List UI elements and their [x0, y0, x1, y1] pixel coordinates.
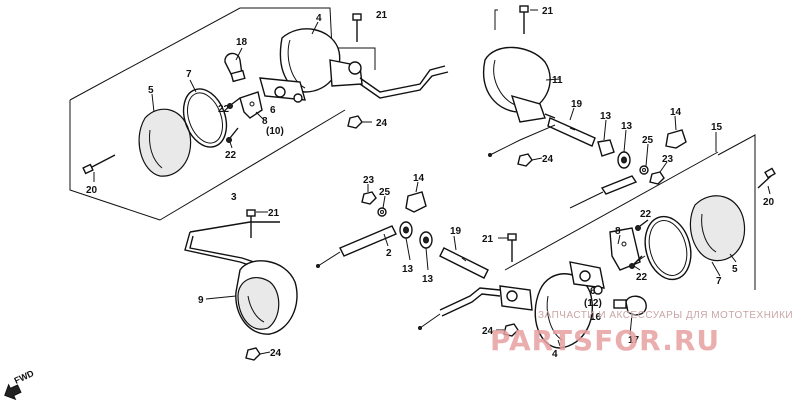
nut-24-lower-right — [503, 323, 519, 337]
washer-25-nut-23-upper — [639, 165, 665, 185]
bolt-21-upper-right — [519, 5, 529, 34]
grommets-13-upper — [597, 139, 631, 169]
callout-label: 2 — [386, 248, 392, 259]
wire-upper-right — [488, 124, 556, 157]
callout-label: 22 — [218, 104, 230, 115]
grommet-13-mid-b — [419, 231, 433, 249]
forward-arrow-icon: FWD — [4, 368, 36, 401]
callout-label: 25 — [379, 187, 391, 198]
rear-signal-left-housing — [235, 260, 298, 335]
callout-label: (12) — [584, 298, 602, 309]
watermark: ЗАПЧАСТИ И АКСЕССУАРЫ ДЛЯ МОТОТЕХНИКИ PA… — [490, 310, 793, 357]
screw-20-left — [82, 154, 116, 175]
callout-label: 18 — [236, 37, 248, 48]
callout-label: 20 — [86, 185, 98, 196]
bulb-lower — [613, 295, 647, 316]
cap-14-mid — [405, 191, 427, 213]
callout-label: 7 — [716, 276, 722, 287]
callout-label: 7 — [186, 69, 192, 80]
screws-22-lower — [629, 219, 649, 269]
turn-signal-housing-upper — [279, 28, 449, 99]
bolt-21-left — [246, 209, 256, 238]
socket-assembly-lower — [569, 227, 641, 295]
callout-label: 23 — [662, 154, 674, 165]
callout-label: 16 — [590, 312, 602, 323]
callout-label: 25 — [642, 135, 654, 146]
turn-signal-housing-lower — [418, 273, 594, 349]
callout-label: 8 — [262, 116, 268, 127]
callout-label: 21 — [268, 208, 280, 219]
callout-label: 21 — [376, 10, 388, 21]
nut-23-mid — [361, 191, 377, 205]
callout-label: 14 — [413, 173, 425, 184]
callout-label: 23 — [363, 175, 375, 186]
bolt-21-top — [352, 13, 362, 42]
nut-24-upper — [347, 115, 363, 129]
watermark-tagline: ЗАПЧАСТИ И АКСЕССУАРЫ ДЛЯ МОТОТЕХНИКИ — [538, 310, 793, 321]
lens-lower-right — [689, 195, 746, 262]
stem-2 — [316, 225, 397, 268]
nut-24-upper-right — [517, 153, 533, 167]
callout-label: 4 — [552, 349, 558, 360]
leader-lines — [93, 9, 771, 355]
callout-label: 24 — [542, 154, 554, 165]
callout-label: 9 — [198, 295, 204, 306]
screw-22-upper-a — [227, 97, 241, 109]
callout-label: 13 — [621, 121, 633, 132]
callout-label: 20 — [763, 197, 775, 208]
callout-label: 4 — [316, 13, 322, 24]
front-left-group-outline — [69, 7, 376, 221]
callout-label: 21 — [542, 6, 554, 17]
callout-label: 22 — [636, 272, 648, 283]
screw-20-right — [757, 167, 776, 189]
stem-19-upper — [547, 117, 596, 147]
turn-signal-housing-11 — [482, 46, 556, 123]
callout-label: 22 — [225, 150, 237, 161]
callout-label: 24 — [482, 326, 494, 337]
callout-label: 17 — [628, 335, 640, 346]
washer-25-mid — [377, 207, 387, 217]
callout-label: 6 — [590, 286, 596, 297]
callout-label: 5 — [148, 85, 154, 96]
lens-upper-left — [138, 108, 192, 177]
callout-label: 19 — [450, 226, 462, 237]
callout-label: 3 — [231, 192, 237, 203]
bulb-upper — [224, 52, 246, 83]
socket-assembly-upper — [239, 77, 306, 119]
front-right-group-outline — [494, 9, 756, 290]
callout-label: 13 — [422, 274, 434, 285]
nut-24-lower-left — [245, 347, 261, 361]
fwd-label: FWD — [13, 368, 36, 386]
callout-label: 13 — [402, 264, 414, 275]
callout-label: 5 — [732, 264, 738, 275]
callout-label: (10) — [266, 126, 284, 137]
callout-label: 21 — [482, 234, 494, 245]
callout-label: 8 — [615, 226, 621, 237]
callout-label: 15 — [711, 122, 723, 133]
bolt-21-mid — [507, 233, 517, 262]
callout-label: 13 — [600, 111, 612, 122]
grommet-13-mid-a — [399, 221, 413, 239]
callout-label: 24 — [270, 348, 282, 359]
callout-label: 6 — [270, 105, 276, 116]
callout-label: 14 — [670, 107, 682, 118]
rim-lower-right — [644, 215, 692, 281]
watermark-brand: PARTSFOR.RU — [490, 324, 720, 357]
cap-14-upper — [665, 129, 687, 149]
stem-19-mid — [439, 247, 489, 279]
callout-label: 11 — [552, 75, 563, 86]
wire-mid-right — [569, 175, 638, 209]
screw-22-upper-b — [226, 127, 239, 143]
callout-label: 19 — [571, 99, 583, 110]
callout-label: 24 — [376, 118, 388, 129]
callout-label: 22 — [640, 209, 652, 220]
callout-labels: 21 4 18 7 5 8 6 (10) 22 22 24 20 3 21 9 … — [86, 6, 775, 360]
